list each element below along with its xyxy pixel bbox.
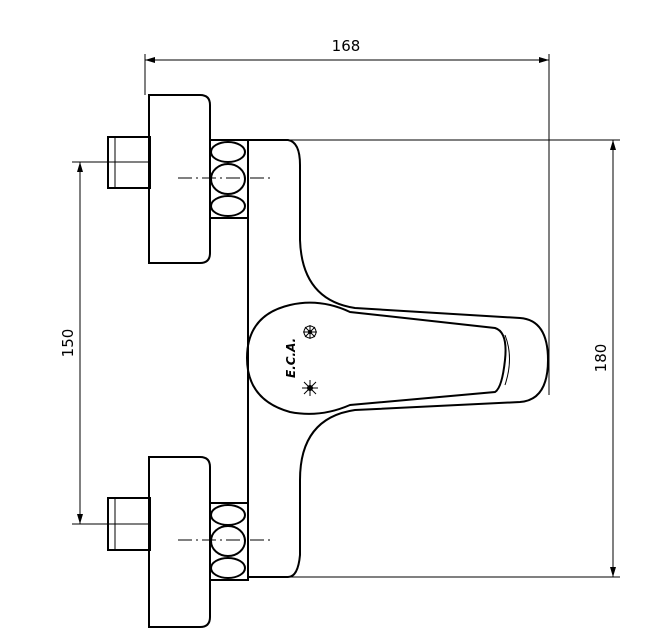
brand-logo: E.C.A. xyxy=(284,338,298,378)
dimension-width-label: 168 xyxy=(332,37,361,55)
snowflake-icon xyxy=(303,325,317,339)
dimension-inlet-spacing: 150 xyxy=(59,161,150,525)
dimension-inlet-spacing-label: 150 xyxy=(59,329,77,358)
sun-icon xyxy=(302,380,318,396)
dimension-height: 180 xyxy=(250,139,620,578)
bottom-inlet-assembly xyxy=(107,456,270,628)
mixer-handle xyxy=(245,301,510,415)
top-inlet-assembly xyxy=(107,94,270,264)
dimension-height-label: 180 xyxy=(592,344,610,373)
faucet-body xyxy=(247,139,550,578)
dimension-width: 168 xyxy=(144,37,550,395)
